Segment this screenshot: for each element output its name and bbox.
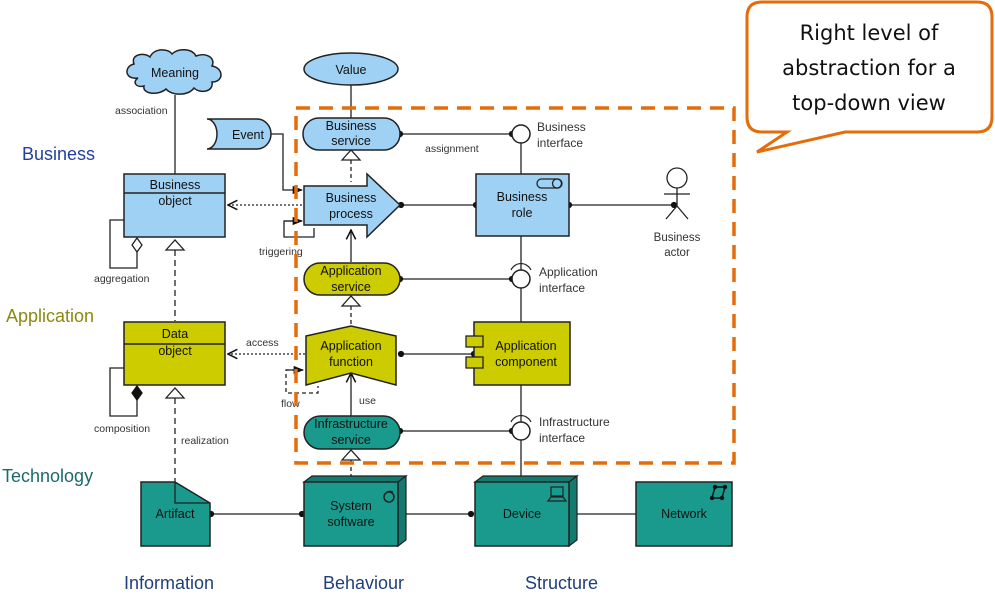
system-software-icon	[383, 490, 395, 503]
business-process-label-1: Business	[326, 191, 377, 205]
business-service-label-1: Business	[326, 119, 377, 133]
highlight-region	[294, 106, 736, 465]
device-icon	[546, 486, 568, 502]
infrastructure-interface-label-2: interface	[539, 431, 585, 445]
value-label: Value	[335, 63, 366, 77]
data-object-label-2: object	[158, 344, 192, 358]
application-component-label-2: component	[495, 355, 557, 369]
business-interface-label-1: Business	[537, 120, 586, 134]
artifact-node[interactable]: Artifact	[140, 481, 211, 547]
application-service-label-1: Application	[320, 264, 381, 278]
label-assignment: assignment	[425, 143, 479, 155]
application-interface-label-1: Application	[539, 265, 598, 279]
meaning-node[interactable]: Meaning	[126, 49, 222, 95]
callout-line-3: top-down view	[792, 91, 946, 115]
application-function-node[interactable]: Application function	[305, 325, 397, 386]
business-service-label-2: service	[331, 134, 371, 148]
artifact-label: Artifact	[156, 507, 195, 521]
application-interface-node[interactable]: Application interface	[510, 262, 598, 295]
aspect-label-information: Information	[124, 573, 214, 593]
application-service-node[interactable]: Application service	[303, 262, 401, 296]
business-interface-node[interactable]: Business interface	[511, 120, 586, 150]
business-object-node[interactable]: Business object	[123, 173, 226, 238]
label-triggering: triggering	[259, 246, 303, 258]
infrastructure-service-node[interactable]: Infrastructure service	[303, 415, 401, 450]
value-node[interactable]: Value	[303, 52, 399, 86]
business-role-label-1: Business	[497, 190, 548, 204]
network-label: Network	[661, 507, 708, 521]
business-actor-node[interactable]: Business actor	[654, 167, 701, 259]
data-object-node[interactable]: Data object	[123, 321, 226, 386]
callout-line-2: abstraction for a	[782, 56, 956, 80]
device-node[interactable]: Device	[473, 474, 579, 548]
label-access: access	[246, 337, 279, 349]
layer-label-application: Application	[6, 306, 94, 326]
aggregation-loop	[109, 219, 138, 269]
business-role-label-2: role	[512, 206, 533, 220]
application-component-node[interactable]: Application component	[465, 321, 571, 386]
business-object-label-1: Business	[150, 178, 201, 192]
callout-line-1: Right level of	[800, 21, 939, 45]
application-service-label-2: service	[331, 280, 371, 294]
role-icon	[536, 178, 563, 189]
system-software-label-1: System	[330, 499, 372, 513]
business-process-node[interactable]: Business process	[303, 172, 402, 239]
business-actor-label-2: actor	[664, 247, 690, 259]
infrastructure-service-label-1: Infrastructure	[314, 417, 388, 431]
label-association: association	[115, 105, 168, 117]
network-icon	[709, 484, 728, 501]
label-use: use	[359, 395, 376, 407]
device-label: Device	[503, 507, 541, 521]
business-interface-label-2: interface	[537, 136, 583, 150]
business-service-node[interactable]: Business service	[302, 117, 401, 151]
layer-label-business: Business	[22, 144, 95, 164]
connectors	[109, 84, 678, 518]
application-interface-label-2: interface	[539, 281, 585, 295]
label-composition: composition	[94, 423, 150, 435]
aspect-label-structure: Structure	[525, 573, 598, 593]
aspect-label-behaviour: Behaviour	[323, 573, 404, 593]
system-software-label-2: software	[327, 515, 374, 529]
business-process-label-2: process	[329, 207, 373, 221]
actor-icon	[664, 167, 690, 220]
infrastructure-service-label-2: service	[331, 433, 371, 447]
application-component-label-1: Application	[495, 339, 556, 353]
event-trigger-line	[271, 133, 304, 195]
meaning-label: Meaning	[151, 66, 199, 80]
system-software-node[interactable]: System software	[302, 474, 408, 548]
layer-label-technology: Technology	[2, 466, 93, 486]
label-aggregation: aggregation	[94, 273, 150, 285]
business-role-node[interactable]: Business role	[475, 173, 570, 237]
infrastructure-interface-label-1: Infrastructure	[539, 415, 610, 429]
application-function-label-1: Application	[320, 339, 381, 353]
network-node[interactable]: Network	[635, 481, 733, 547]
business-actor-label-1: Business	[654, 232, 701, 244]
data-object-label-1: Data	[162, 327, 188, 341]
infrastructure-interface-node[interactable]: Infrastructure interface	[510, 414, 610, 445]
label-realization: realization	[181, 435, 229, 447]
event-node[interactable]: Event	[206, 118, 272, 150]
composition-loop	[109, 367, 138, 417]
callout-bubble: Right level of abstraction for a top-dow…	[745, 0, 994, 154]
event-label: Event	[232, 128, 264, 142]
business-object-label-2: object	[158, 194, 192, 208]
application-function-label-2: function	[329, 355, 373, 369]
